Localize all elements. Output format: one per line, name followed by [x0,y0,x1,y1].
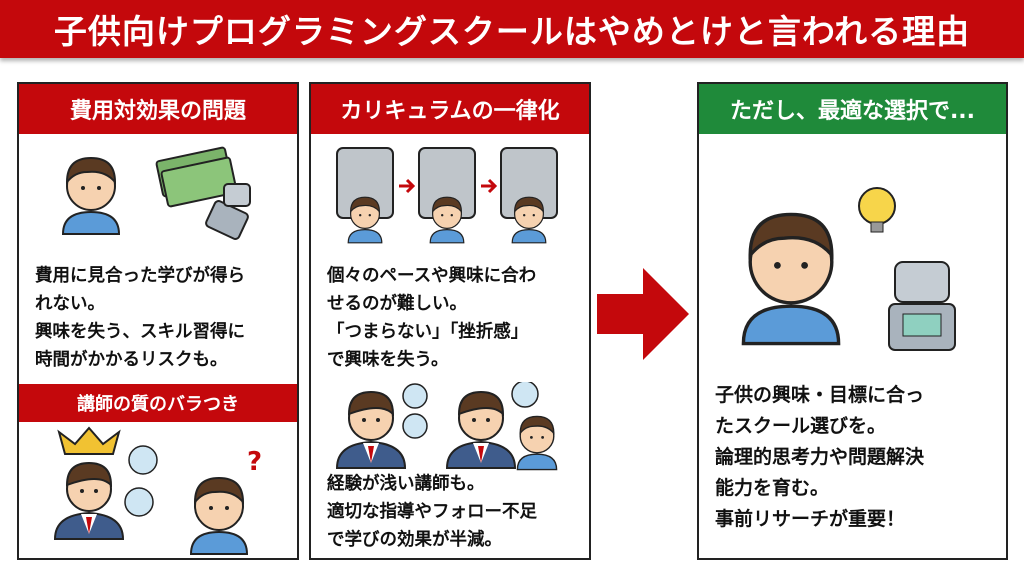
text-line: 適切な指導やフォロー不足 [327,502,537,522]
text-line: 事前リサーチが重要！ [715,508,906,530]
subheader-teacher-quality: 講師の質のバラつき [19,384,297,422]
text-line: 興味を失う、スキル習得に [35,322,245,342]
text-line: 経験が浅い講師も。 [327,474,485,494]
panel-optimal-choice: ただし、最適な選択で... 子供の興味・目標に合っ たスクール選びを。 論理的思… [697,82,1008,560]
text-line: れない。 [35,294,105,314]
text-line: せるのが難しい。 [327,294,467,314]
conveyor-kids-illustration [336,147,558,244]
panel-header: 費用対効果の問題 [19,84,297,134]
sad-kid-money-robot-illustration [62,146,251,240]
text-line: たスクール選びを。 [715,415,887,437]
text-line: 能力を育む。 [715,477,830,499]
text-line: 個々のペースや興味に合わ [327,266,537,286]
text-line: で興味を失う。 [327,350,449,370]
right-arrow-icon [597,268,689,360]
happy-kid-robot-bulb-illustration [741,187,956,351]
text-line: で学びの効果が半減。 [327,530,502,550]
text-line: 時間がかかるリスクも。 [35,350,228,370]
text-line: 「つまらない」「挫折感」 [327,322,529,342]
text-line: 論理的思考力や問題解決 [715,446,925,468]
panel-header: ただし、最適な選択で... [699,84,1006,134]
lightbulb-icon [858,187,896,225]
panel-cost-effectiveness: 費用対効果の問題 費用に見合った学びが得ら れない。 興味を失う、スキル習得に … [17,82,299,560]
text-line: 費用に見合った学びが得ら [35,266,245,286]
question-mark-icon: ? [247,447,262,477]
teachers-illustration [336,382,558,471]
text-line: 子供の興味・目標に合っ [715,384,925,406]
panel-header: カリキュラムの一律化 [311,84,589,134]
panel-uniform-curriculum: カリキュラムの一律化 個々のペースや興味に合わ せるのが難しい。 「つまらない」… [309,82,591,560]
page-title: 子供向けプログラミングスクールはやめとけと言われる理由 [0,0,1024,58]
teacher-kid-illustration: ? [54,426,262,555]
robot-icon [894,261,950,303]
